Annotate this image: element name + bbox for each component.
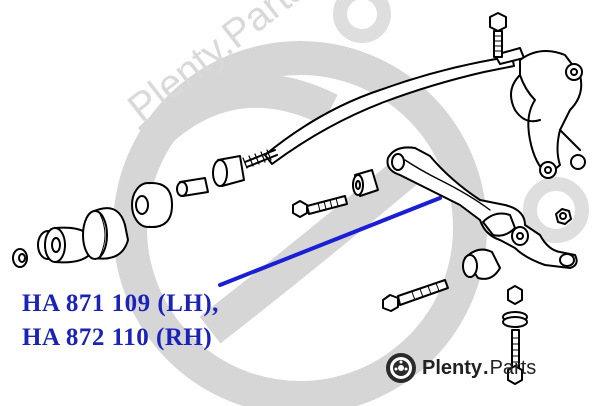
stabilizer-bar	[242, 47, 525, 169]
watermark-small-logo	[333, 0, 589, 243]
arm-bolt	[292, 195, 348, 218]
brake-disc-icon	[386, 353, 416, 383]
arm-front-bushing	[352, 169, 379, 197]
part-number-lh: HA 871 109 (LH),	[22, 290, 219, 317]
cone-bushing	[82, 207, 129, 260]
bushing-stack	[12, 155, 245, 268]
bottom-bolt	[382, 279, 449, 312]
steering-knuckle	[510, 50, 586, 179]
nut-stack	[502, 208, 572, 385]
left-nut	[12, 248, 28, 268]
arm-rear-bushing	[462, 248, 501, 280]
control-arm	[386, 146, 578, 269]
brand-separator: .	[483, 356, 489, 379]
sleeve	[176, 177, 209, 197]
top-bolt	[489, 12, 507, 58]
brand-logo: Plenty.Parts	[384, 351, 536, 385]
cylinder-bushing	[212, 155, 245, 187]
pointer-line	[218, 196, 442, 287]
brand-name-bold: Plenty	[422, 356, 483, 379]
part-number-rh: HA 872 110 (RH)	[22, 324, 213, 351]
brand-name-regular: Parts	[489, 356, 537, 379]
large-bushing	[131, 181, 173, 229]
